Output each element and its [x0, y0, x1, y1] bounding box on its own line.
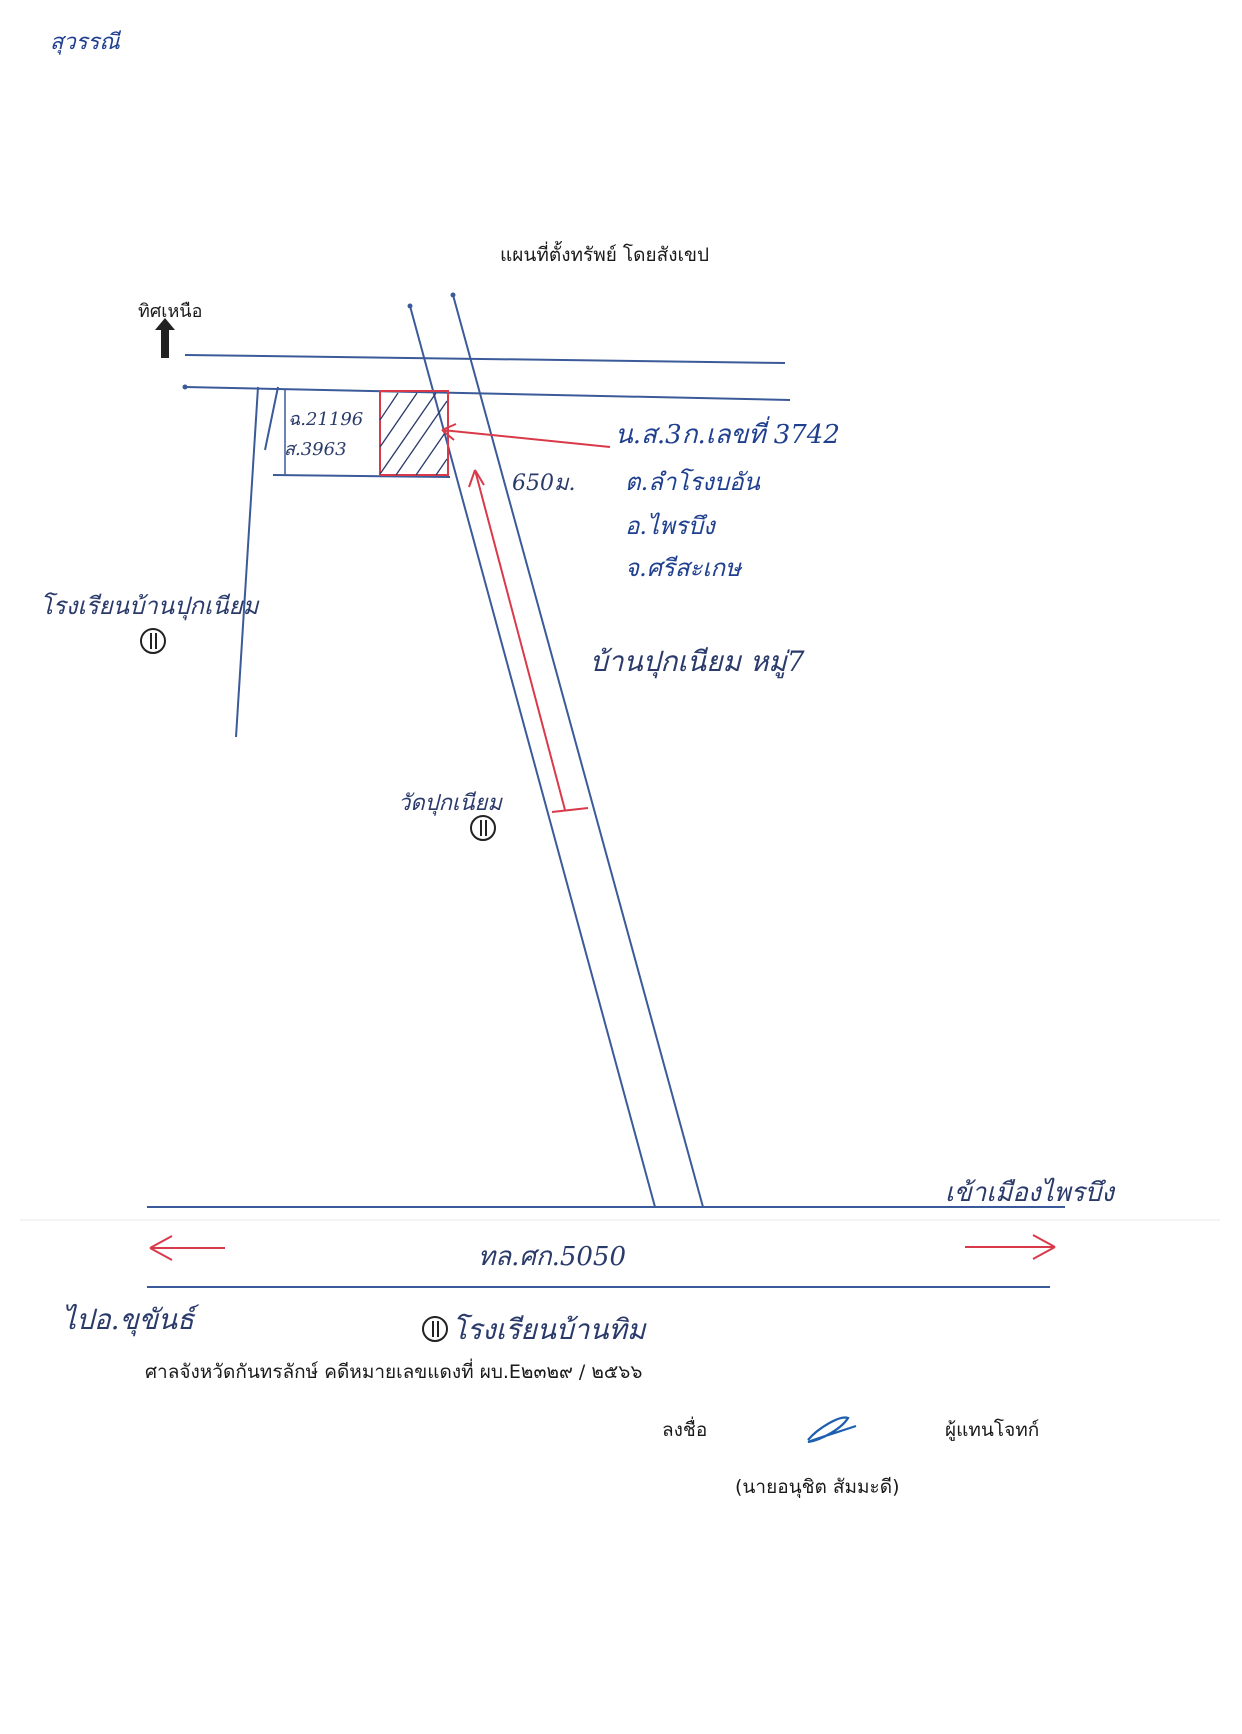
property-address-line4: จ.ศรีสะเกษ — [625, 554, 741, 582]
diagonal-road-endpoint-left — [407, 303, 413, 309]
village-label: บ้านปุกเนียม หมู่7 — [590, 645, 805, 678]
distance-measure-endcap — [551, 807, 589, 813]
sign-label: ลงชื่อ — [662, 1419, 708, 1441]
property-address-line3: อ.ไพรบึง — [625, 512, 715, 540]
top-road-line-upper — [184, 354, 786, 364]
school-pukniam-label: โรงเรียนบ้านปุกเนียม — [40, 592, 259, 620]
left-road-line-inner — [264, 386, 279, 451]
page-title: แผนที่ตั้งทรัพย์ โดยสังเขป — [500, 244, 710, 266]
to-town-label: เข้าเมืองไพรบึง — [945, 1178, 1114, 1208]
temple-symbol-icon — [470, 815, 496, 841]
signer-role: ผู้แทนโจทก์ — [945, 1419, 1040, 1441]
school-bantim-symbol-icon — [422, 1316, 448, 1342]
school-pukniam-symbol-icon — [140, 628, 166, 654]
distance-label: 650ม. — [512, 471, 576, 496]
left-road-line-outer — [235, 386, 259, 738]
corner-note: สุวรรณี — [50, 30, 120, 55]
north-label: ทิศเหนือ — [138, 301, 203, 322]
property-address-line1: น.ส.3ก.เลขที่ 3742 — [615, 420, 840, 450]
property-pointer-arrowhead — [441, 423, 457, 441]
distance-measure-arrowhead — [468, 469, 485, 488]
court-case-line: ศาลจังหวัดกันทรลักษ์ คดีหมายเลขแดงที่ ผบ… — [145, 1361, 643, 1383]
school-bantim-label: โรงเรียนบ้านทิม — [452, 1313, 646, 1346]
target-parcel-outline — [379, 390, 449, 476]
north-arrow-icon — [155, 318, 175, 358]
to-district-label: ไปอ.ขุขันธ์ — [62, 1303, 195, 1336]
parcel-bottom-edge — [272, 474, 451, 478]
diagonal-road-endpoint-right — [450, 292, 456, 298]
signer-name: (นายอนุชิต สัมมะดี) — [735, 1476, 900, 1498]
highway-label: ทล.ศก.5050 — [478, 1242, 627, 1272]
target-parcel-hatching — [379, 392, 448, 476]
temple-label: วัดปุกเนียม — [398, 791, 502, 816]
property-address-line2: ต.ลำโรงบอัน — [625, 468, 760, 496]
top-road-line-lower — [184, 386, 791, 401]
signature-scribble — [807, 1416, 857, 1444]
parcel-deed-line1: ฉ.21196 — [288, 409, 364, 430]
distance-measure-line — [474, 469, 566, 811]
diagonal-road-right — [452, 294, 704, 1208]
parcel-deed-line2: ส.3963 — [284, 439, 347, 460]
diagonal-road-left — [409, 305, 656, 1208]
property-pointer-line — [441, 429, 611, 448]
highway-west-arrowhead — [149, 1235, 173, 1261]
highway-east-arrowhead — [1032, 1234, 1056, 1260]
top-road-endpoint — [182, 384, 188, 390]
